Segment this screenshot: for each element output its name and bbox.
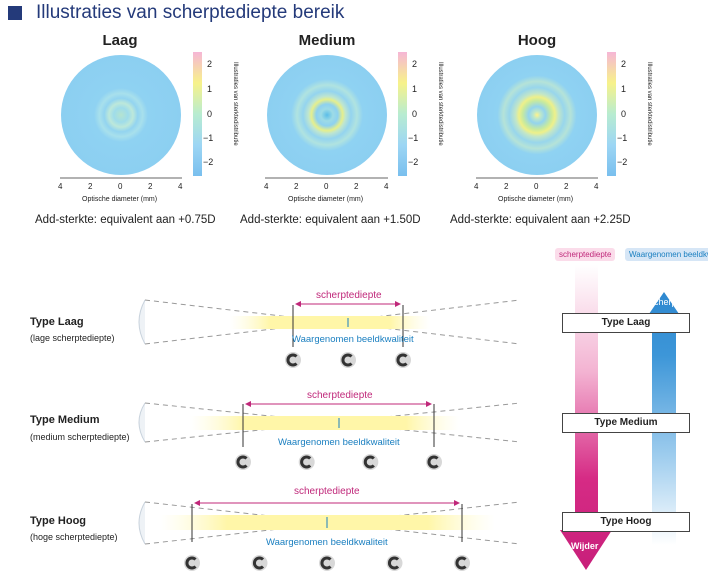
x-axis-label: Optische diameter (mm)	[82, 196, 158, 203]
add-strength-laag: Add-sterkte: equivalent aan +0.75D	[35, 214, 216, 226]
section-header: Illustraties van scherptediepte bereik	[8, 2, 344, 24]
colorbar-label: Illustraties van sterktedistributie	[646, 62, 652, 146]
power-disc-laag	[61, 55, 181, 175]
landolt-c-icon	[396, 353, 408, 367]
type-sub-medium: (medium scherptediepte)	[30, 432, 130, 442]
x-tick: 4	[474, 182, 479, 191]
row-laag	[138, 299, 521, 347]
panel-title-hoog: Hoog	[517, 32, 557, 49]
cb-tick: −2	[408, 157, 419, 167]
x-tick: 0	[324, 182, 329, 191]
cb-tick: 2	[207, 59, 213, 69]
landolt-c-icon	[388, 556, 400, 570]
type-name-hoog: Type Hoog	[30, 515, 87, 527]
x-axis-label: Optische diameter (mm)	[498, 196, 574, 203]
landolt-c-icon	[253, 556, 265, 570]
row-medium	[138, 401, 521, 447]
x-tick: 2	[148, 182, 153, 191]
type-sub-hoog: (hoge scherptediepte)	[30, 532, 118, 542]
scherptediepte-label: scherptediepte	[316, 290, 382, 301]
type-sub-laag: (lage scherptediepte)	[30, 333, 115, 343]
scherptediepte-badge: scherptediepte	[555, 248, 616, 261]
panel-title-medium: Medium	[298, 32, 356, 49]
cb-tick: 0	[621, 109, 627, 119]
page-title: Illustraties van scherptediepte bereik	[36, 2, 345, 23]
landolt-c-icon	[286, 353, 298, 367]
type-name-laag: Type Laag	[30, 316, 84, 328]
landolt-c-icon	[363, 455, 375, 469]
legend-box-laag: Type Laag	[562, 313, 690, 333]
panel-title-laag: Laag	[102, 32, 138, 49]
waargenomen-label: Waargenomen beeldkwaliteit	[278, 437, 400, 448]
legend-box-medium: Type Medium	[562, 413, 690, 433]
cb-tick: 1	[412, 84, 418, 94]
optotype-group	[184, 352, 470, 571]
cb-tick: −1	[408, 133, 419, 143]
cb-tick: 1	[621, 84, 627, 94]
add-strength-medium: Add-sterkte: equivalent aan +1.50D	[240, 214, 421, 226]
colorbar-label: Illustraties van sterktedistributie	[437, 62, 443, 146]
cb-tick: 2	[412, 59, 418, 69]
colorbar-laag	[193, 52, 202, 176]
cb-tick: −2	[203, 157, 214, 167]
waargenomen-badge: Waargenomen beeldkwaliteit	[625, 248, 708, 261]
x-tick: 2	[294, 182, 299, 191]
add-strength-hoog: Add-sterkte: equivalent aan +2.25D	[450, 214, 631, 226]
landolt-c-icon	[300, 455, 312, 469]
cb-tick: −1	[617, 133, 628, 143]
cb-tick: 1	[207, 84, 213, 94]
cb-tick: −2	[617, 157, 628, 167]
landolt-c-icon	[185, 556, 197, 570]
x-tick: 0	[534, 182, 539, 191]
row-hoog	[138, 500, 521, 545]
landolt-c-icon	[455, 556, 467, 570]
x-tick: 4	[264, 182, 269, 191]
x-tick: 4	[178, 182, 183, 191]
scherptediepte-label: scherptediepte	[294, 486, 360, 497]
wijder-label: Wijder	[571, 541, 599, 551]
landolt-c-icon	[236, 455, 248, 469]
scherptediepte-label: scherptediepte	[307, 390, 373, 401]
x-tick: 2	[354, 182, 359, 191]
type-name-medium: Type Medium	[30, 414, 100, 426]
cb-tick: 0	[412, 109, 418, 119]
x-tick: 4	[384, 182, 389, 191]
colorbar-medium	[398, 52, 407, 176]
cb-tick: 0	[207, 109, 213, 119]
x-tick: 4	[58, 182, 63, 191]
cb-tick: −1	[203, 133, 214, 143]
landolt-c-icon	[320, 556, 332, 570]
x-tick: 4	[594, 182, 599, 191]
colorbar-label: Illustraties van sterktedistributie	[232, 62, 238, 146]
landolt-c-icon	[341, 353, 353, 367]
legend-box-hoog: Type Hoog	[562, 512, 690, 532]
power-disc-hoog	[477, 55, 597, 175]
x-tick: 2	[504, 182, 509, 191]
x-axis-label: Optische diameter (mm)	[288, 196, 364, 203]
x-tick: 0	[118, 182, 123, 191]
colorbar-hoog	[607, 52, 616, 176]
header-square-icon	[8, 6, 22, 20]
waargenomen-label: Waargenomen beeldkwaliteit	[292, 334, 414, 345]
x-tick: 2	[564, 182, 569, 191]
landolt-c-icon	[427, 455, 439, 469]
power-disc-medium	[267, 55, 387, 175]
waargenomen-label: Waargenomen beeldkwaliteit	[266, 537, 388, 548]
x-tick: 2	[88, 182, 93, 191]
scherper-label: Scherper	[648, 297, 685, 307]
cb-tick: 2	[621, 59, 627, 69]
